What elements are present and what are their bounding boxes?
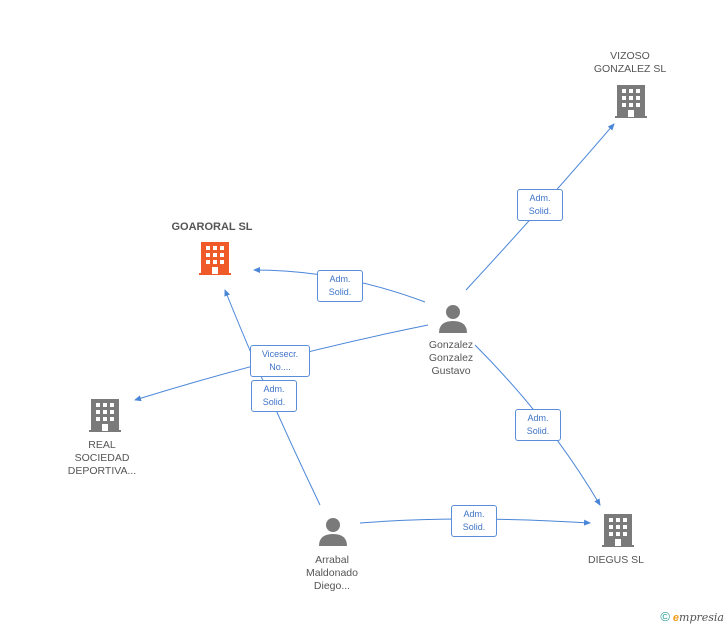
edge-label-arrabal-diegus[interactable]: Adm. Solid. xyxy=(451,505,497,537)
person-label-gonzalez[interactable]: Gonzalez Gonzalez Gustavo xyxy=(428,339,474,377)
brand-name: mpresia xyxy=(679,611,724,624)
brand-logo-e: e xyxy=(672,612,680,624)
building-icon[interactable] xyxy=(602,514,634,547)
edge-label-gonzalez-real[interactable]: Vicesecr. No.... xyxy=(250,345,310,377)
copyright-icon: © xyxy=(660,609,670,624)
company-label-diegus[interactable]: DIEGUS SL xyxy=(587,554,645,566)
building-icon-highlight[interactable] xyxy=(199,242,231,275)
edge-label-gonzalez-diegus[interactable]: Adm. Solid. xyxy=(515,409,561,441)
person-icon[interactable] xyxy=(319,518,347,546)
person-icon[interactable] xyxy=(439,305,467,333)
building-icon[interactable] xyxy=(89,399,121,432)
brand-footer: ©empresia xyxy=(660,609,724,624)
person-label-arrabal[interactable]: Arrabal Maldonado Diego... xyxy=(306,554,358,592)
edge-label-arrabal-goaroral[interactable]: Adm. Solid. xyxy=(251,380,297,412)
company-label-real[interactable]: REAL SOCIEDAD DEPORTIVA... xyxy=(67,439,137,477)
building-icon[interactable] xyxy=(615,85,647,118)
edge-label-gonzalez-vizoso[interactable]: Adm. Solid. xyxy=(517,189,563,221)
company-label-goaroral[interactable]: GOARORAL SL xyxy=(171,221,253,233)
company-label-vizoso[interactable]: VIZOSO GONZALEZ SL xyxy=(593,50,667,75)
edge-label-gonzalez-goaroral[interactable]: Adm. Solid. xyxy=(317,270,363,302)
